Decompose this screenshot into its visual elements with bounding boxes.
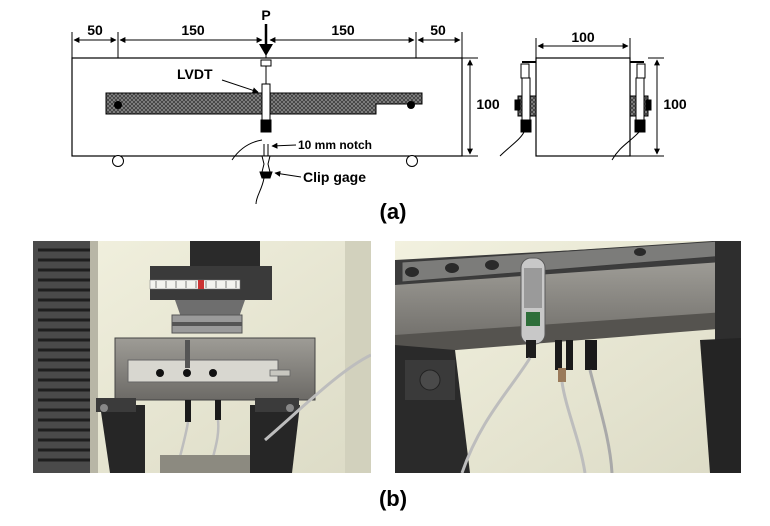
dim-right-overhang: 50 <box>430 22 446 38</box>
side-width-label: 100 <box>571 29 595 45</box>
photo-right <box>395 241 741 473</box>
holder-pin-left <box>114 101 122 109</box>
dim-left-span: 150 <box>181 22 205 38</box>
clip-gage <box>255 155 273 205</box>
load-arrow <box>259 24 273 56</box>
height-dimension-line <box>462 57 478 157</box>
support-left <box>112 155 124 167</box>
side-height-label: 100 <box>663 96 687 112</box>
dim-right-span: 150 <box>331 22 355 38</box>
dim-left-overhang: 50 <box>87 22 103 38</box>
clip-gage-label: Clip gage <box>303 169 366 185</box>
side-height-dimension-line <box>630 57 664 157</box>
side-lvdt-right <box>611 61 652 161</box>
caption-b: (b) <box>379 486 407 511</box>
caption-a: (a) <box>380 199 407 224</box>
photo-left <box>33 241 371 473</box>
height-label: 100 <box>476 96 500 112</box>
lvdt-cable-front <box>231 139 263 161</box>
lvdt-front <box>260 59 272 133</box>
holder-pin-right <box>407 101 415 109</box>
schematic-side-view: 100 100 <box>499 29 687 161</box>
schematic-front-view: 50 150 150 50 P LVDT 10 mm notch <box>71 7 500 205</box>
notch <box>263 144 269 156</box>
side-lvdt-left <box>499 61 537 157</box>
lvdt-label: LVDT <box>177 66 213 82</box>
load-label: P <box>261 7 270 23</box>
notch-label: 10 mm notch <box>298 138 372 152</box>
support-right <box>406 155 418 167</box>
side-section <box>535 57 631 157</box>
